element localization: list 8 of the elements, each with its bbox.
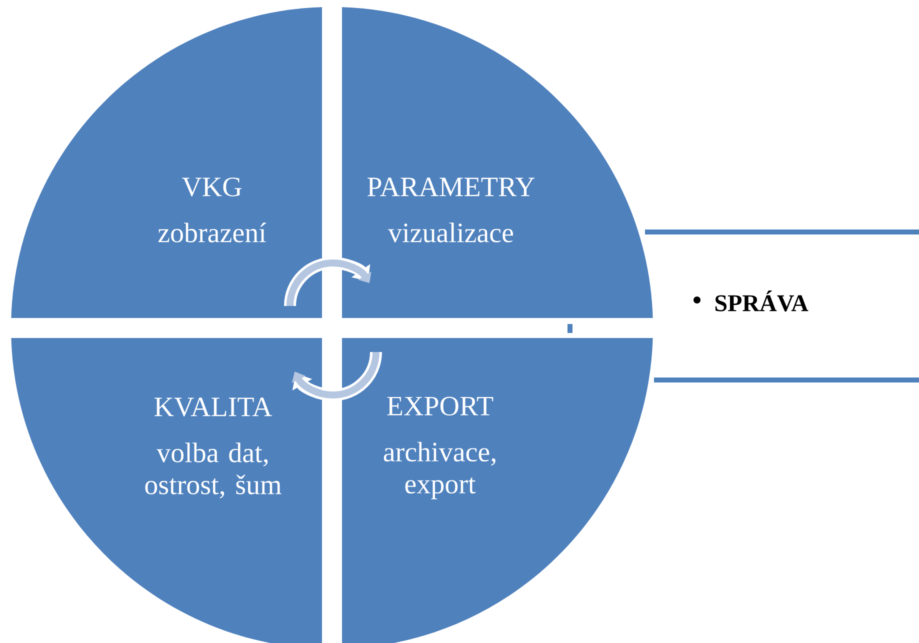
cycle-arrow xyxy=(284,257,372,306)
quadrant-segment: PARAMETRY vizualizace xyxy=(342,7,653,318)
node-label: SPRÁVA xyxy=(715,290,808,312)
quadrant-segment: KVALITA volba dat, ostrost, šum xyxy=(11,338,322,643)
cycle-arrow xyxy=(292,352,382,401)
quadrant-segment: VKG zobrazení xyxy=(11,7,322,318)
bullet-box: SPRÁVA xyxy=(645,230,919,382)
quadrant-segment: EXPORT archivace, export xyxy=(342,338,653,643)
